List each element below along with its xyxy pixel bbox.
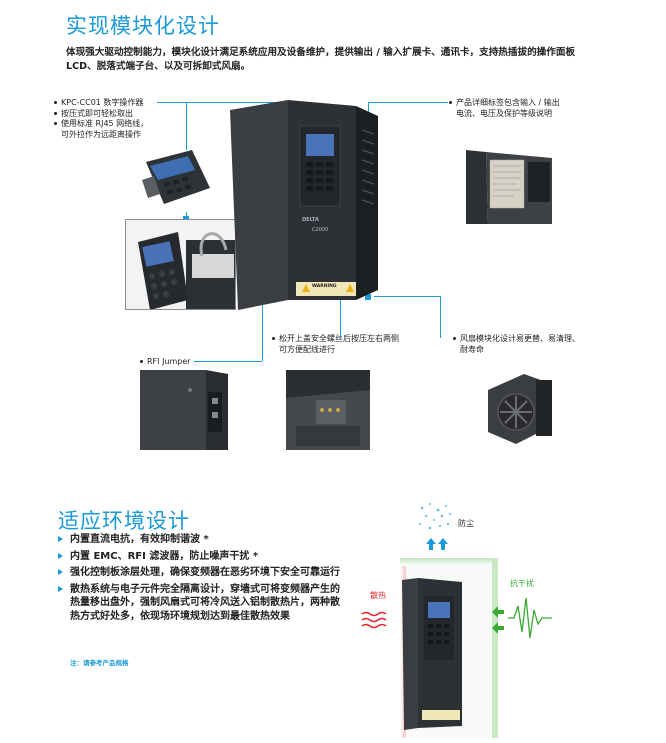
leader-line (194, 361, 262, 362)
list-item: 散热系统与电子元件完全隔离设计，穿墙式可将变频器产生的热量移出盘外，强制风扇式可… (58, 583, 340, 624)
fan-module-image (484, 370, 556, 450)
callout-text: RFI Jumper (147, 357, 191, 366)
leader-line (368, 102, 448, 103)
terminal-cover-photo (286, 370, 370, 450)
keypad-image (140, 150, 212, 212)
drive-brand: DELTA (302, 217, 319, 223)
callout-cover: 松开上盖安全螺丝后按压左右两侧 可方便配线进行 (272, 334, 399, 355)
bullet-icon (140, 360, 143, 363)
drive-model: C2000 (312, 227, 329, 233)
callout-rfi: RFI Jumper (140, 357, 191, 368)
keypad-cable-image (126, 220, 235, 309)
arrow-bullet-icon (58, 552, 63, 559)
list-item: 内置 EMC、RFI 滤波器，防止噪声干扰 * (58, 550, 340, 564)
intro-paragraph: 体现强大驱动控制能力，模块化设计满足系统应用及设备维护，提供输出 / 输入扩展卡… (66, 47, 576, 72)
interference-label: 抗干扰 (510, 579, 534, 588)
callout-text: 可外拉作为远距离操作 (61, 129, 141, 139)
list-item: 强化控制板涂层处理，确保变频器在恶劣环境下安全可靠运行 (58, 566, 340, 580)
section-title-environment: 适应环境设计 (58, 509, 190, 533)
callout-label: 产品详细标签包含输入 / 输出 电流、电压及保护等级说明 (449, 98, 560, 119)
bullet-icon (54, 101, 57, 104)
keypad-cable-photo (125, 219, 236, 310)
callout-text: 使用标准 RJ45 网络线， (61, 119, 149, 128)
leader-line (340, 296, 341, 338)
callout-text: 电流、电压及保护等级说明 (456, 108, 552, 118)
list-item-text: 内置 EMC、RFI 滤波器，防止噪声干扰 * (70, 550, 259, 562)
keypad-photo (140, 150, 212, 212)
callout-text: 可方便配线进行 (279, 344, 335, 354)
rfi-jumper-photo (140, 370, 228, 450)
callout-text: KPC-CC01 数字操作器 (61, 98, 144, 107)
arrow-bullet-icon (58, 585, 63, 592)
callout-text: 产品详细标签包含输入 / 输出 (456, 98, 560, 107)
environment-diagram-image (361, 503, 552, 738)
leader-line (440, 296, 441, 338)
main-drive-photo: DELTA C2000 WARNING (228, 100, 380, 312)
bullet-icon (54, 111, 57, 115)
leader-dot (365, 294, 371, 300)
fan-module-photo (484, 370, 556, 450)
bullet-icon (54, 122, 57, 125)
environment-diagram: 防尘 散热 抗干扰 (360, 498, 560, 738)
callout-text: 耐寿命 (460, 344, 484, 354)
dust-label: 防尘 (458, 519, 474, 528)
callout-keypad: KPC-CC01 数字操作器 按压式即可轻松取出 使用标准 RJ45 网络线， … (54, 98, 148, 140)
arrow-bullet-icon (58, 569, 63, 575)
terminal-cover-image (286, 370, 370, 450)
section-title-modular: 实现模块化设计 (66, 14, 220, 38)
callout-text: 按压式即可轻松取出 (61, 108, 133, 118)
arrow-bullet-icon (58, 536, 63, 542)
bullet-icon (453, 337, 456, 340)
heat-label: 散热 (370, 591, 386, 600)
leader-line (374, 296, 440, 297)
list-item: 内置直流电抗，有效抑制谐波 * (58, 533, 340, 547)
footnote: 注：请参考产品规格 (70, 659, 129, 667)
bullet-icon (272, 337, 275, 340)
product-label-photo (466, 150, 552, 224)
list-item-text: 强化控制板涂层处理，确保变频器在恶劣环境下安全可靠运行 (70, 567, 340, 578)
main-drive-image (230, 100, 378, 310)
callout-text: 风扇模块化设计易更替、易清理、 (460, 334, 580, 343)
environment-feature-list: 内置直流电抗，有效抑制谐波 * 内置 EMC、RFI 滤波器，防止噪声干扰 * … (58, 533, 340, 626)
callout-text: 松开上盖安全螺丝后按压左右两侧 (279, 334, 399, 343)
list-item-text: 内置直流电抗，有效抑制谐波 * (70, 534, 209, 545)
bullet-icon (449, 101, 452, 104)
product-label-image (466, 150, 552, 224)
drive-warning: WARNING (312, 284, 337, 289)
leader-line (157, 102, 285, 103)
rfi-jumper-image (140, 370, 228, 450)
callout-fan: 风扇模块化设计易更替、易清理、 耐寿命 (453, 334, 580, 355)
list-item-text: 散热系统与电子元件完全隔离设计，穿墙式可将变频器产生的热量移出盘外，强制风扇式可… (70, 583, 340, 622)
